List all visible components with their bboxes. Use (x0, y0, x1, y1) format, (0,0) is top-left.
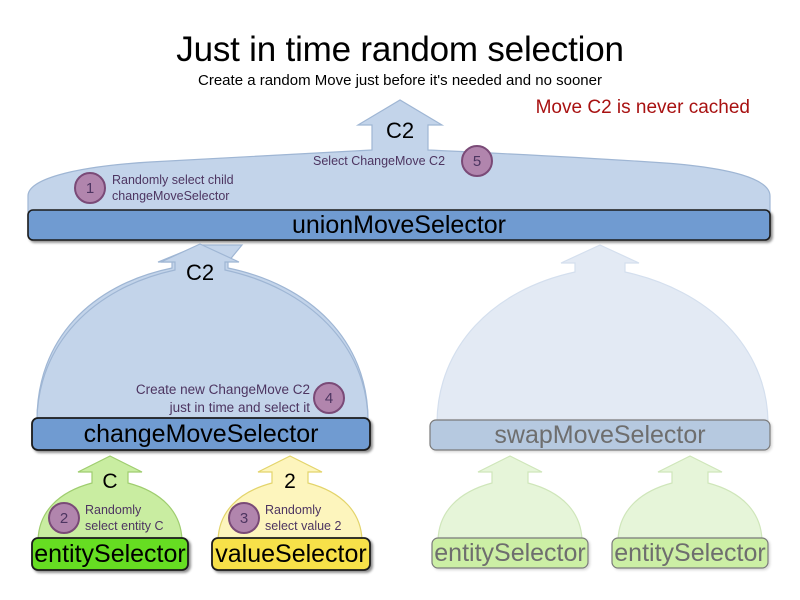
label-entity-selector-swap-2[interactable]: entitySelector (614, 538, 766, 567)
step-badge-4-circle (313, 382, 345, 414)
step-3-note-line-1: Randomly (265, 503, 322, 517)
step-badge-1-circle (74, 172, 106, 204)
step-1-badge-number: 1 (85, 179, 95, 197)
move-value-change-out: C2 (185, 260, 215, 285)
step-5-note: Select ChangeMove C2 (313, 153, 445, 169)
box-union-move-selector (27, 209, 771, 241)
arrow-change-out-shape (36, 243, 369, 421)
label-union-move-selector[interactable]: unionMoveSelector (291, 210, 506, 239)
arrow-union-out (27, 99, 771, 213)
step-4-badge-number: 4 (324, 389, 334, 407)
step-1-note-line-1: Randomly select child (112, 173, 234, 187)
box-entity-selector-left (31, 537, 189, 571)
step-3-note-line-2: select value 2 (265, 519, 342, 533)
label-entity-selector-swap-1[interactable]: entitySelector (434, 538, 586, 567)
label-entity-selector-left[interactable]: entitySelector (34, 539, 186, 568)
step-2-note: Randomly select entity C (85, 502, 164, 534)
box-entity-selector-swap-1 (431, 537, 589, 569)
step-5-note-line-1: Select ChangeMove C2 (313, 154, 446, 168)
move-value-value-out: 2 (284, 470, 296, 493)
step-4-note: Create new ChangeMove C2 just in time an… (122, 381, 310, 417)
step-1-note: Randomly select child changeMoveSelector (112, 172, 234, 204)
step-5-badge-number: 5 (472, 152, 482, 170)
arrow-swap-out (436, 244, 769, 423)
step-2-badge-number: 2 (59, 509, 69, 527)
arrow-entity-swap-1-out (437, 455, 583, 541)
box-value-selector (211, 537, 371, 571)
step-4-note-line-1: Create new ChangeMove C2 (135, 382, 310, 397)
never-cached-annotation: Move C2 is never cached (535, 97, 750, 118)
label-change-move-selector[interactable]: changeMoveSelector (83, 419, 319, 448)
move-value-union-out: C2 (385, 118, 415, 143)
label-swap-move-selector[interactable]: swapMoveSelector (494, 420, 706, 449)
step-badge-2-circle (48, 502, 80, 534)
label-value-selector[interactable]: valueSelector (215, 539, 367, 568)
step-3-note: Randomly select value 2 (265, 502, 341, 534)
step-2-note-line-2: select entity C (85, 519, 164, 533)
step-badge-5-circle (461, 145, 493, 177)
box-swap-move-selector (429, 419, 771, 451)
page-title: Just in time random selection (176, 30, 624, 69)
box-entity-selector-swap-2 (611, 537, 769, 569)
box-change-move-selector (31, 417, 371, 451)
step-1-note-line-2: changeMoveSelector (112, 189, 230, 203)
page-subtitle: Create a random Move just before it's ne… (198, 72, 602, 89)
step-badge-3-circle (228, 502, 260, 534)
step-4-note-line-2: just in time and select it (169, 400, 310, 415)
step-2-note-line-1: Randomly (85, 503, 142, 517)
move-value-entity-out: C (102, 470, 118, 493)
arrow-entity-swap-2-out (617, 455, 763, 541)
step-3-badge-number: 3 (239, 509, 249, 527)
